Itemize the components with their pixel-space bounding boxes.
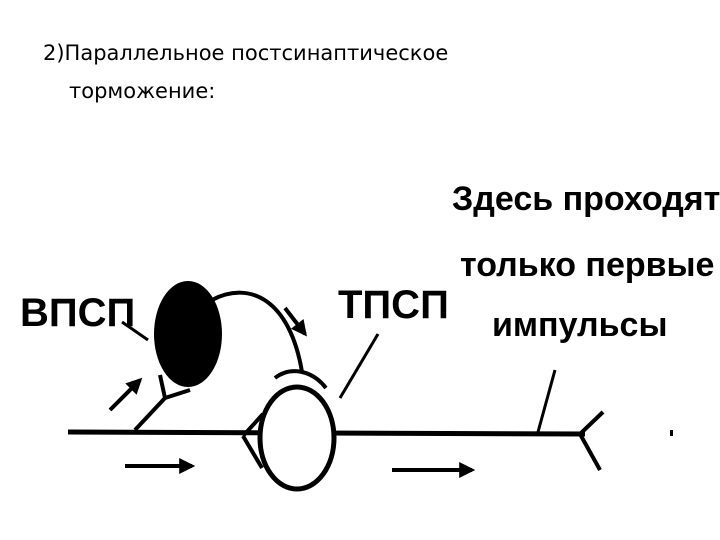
slide-title: 2)Параллельное постсинаптическое торможе…	[43, 34, 663, 110]
input-fork	[241, 412, 265, 470]
epsp-label-pointer	[121, 320, 149, 342]
label-epsp: ВПСП	[20, 291, 135, 335]
label-ipsp: ТПСП	[338, 283, 449, 327]
note-line-2: только первые	[460, 246, 714, 284]
title-line-1: 2)Параллельное постсинаптическое	[43, 41, 449, 65]
excitatory-neuron-body	[154, 281, 222, 387]
axon-terminal-fork	[578, 410, 605, 471]
ipsp-direction-arrow	[283, 306, 307, 337]
inhibitory-synapse-cap	[273, 369, 328, 390]
inhibitory-neuron-body	[257, 384, 337, 492]
note-line-1: Здесь проходят	[452, 180, 720, 218]
ipsp-label-pointer	[338, 333, 380, 399]
epsp-direction-arrow	[108, 377, 143, 412]
note-pointer-line	[536, 369, 557, 433]
stray-mark	[670, 430, 673, 436]
excitatory-synapse	[133, 374, 191, 432]
note-line-3: импульсы	[492, 306, 668, 344]
collateral-fiber	[211, 290, 304, 373]
title-line-2: торможение:	[69, 79, 216, 103]
